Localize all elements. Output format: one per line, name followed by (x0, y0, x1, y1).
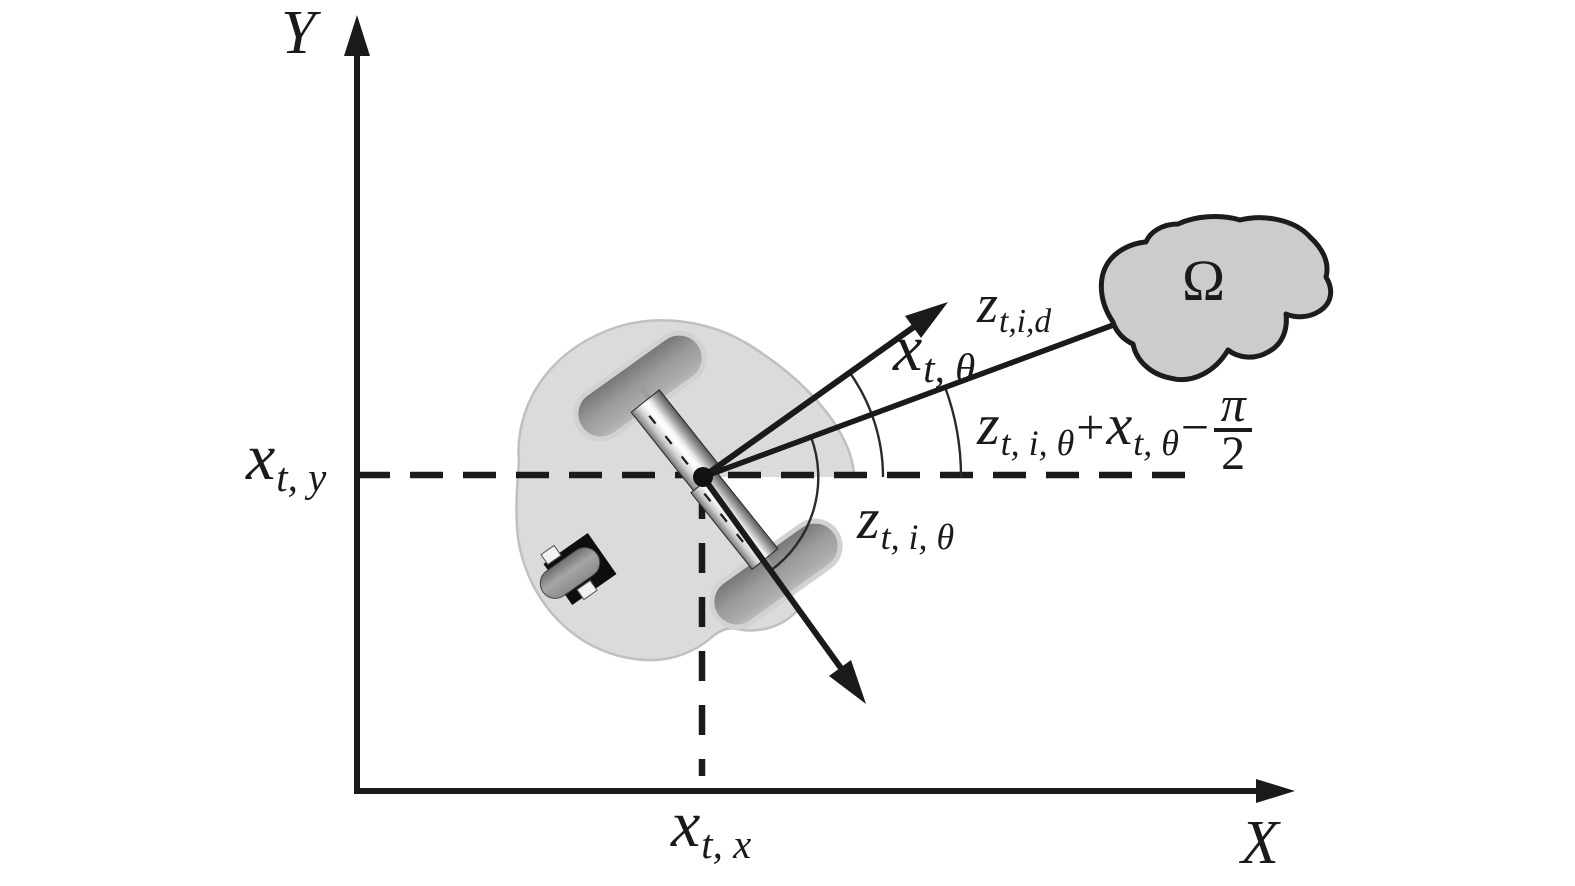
formula-z-base: z (977, 392, 1000, 458)
heading-label-base: x (893, 312, 923, 385)
x-axis-label: X (1241, 809, 1279, 877)
x-t-y-subscript: t, y (276, 455, 327, 501)
global-bearing-angle-arc (943, 386, 963, 478)
x-t-x-base: x (671, 788, 701, 861)
range-label-subscript: t,i,d (999, 303, 1052, 341)
bearing-label: zt, i, θ (857, 490, 954, 556)
formula-x-base: x (1106, 392, 1133, 458)
y-axis-label: Y (281, 0, 316, 67)
fraction-denominator: 2 (1221, 427, 1246, 480)
heading-angle-arc (849, 372, 885, 478)
relative-bearing-angle-arc (769, 436, 820, 572)
x-t-y-base: x (246, 421, 276, 494)
heading-label: xt, θ (893, 316, 975, 390)
bearing-label-subscript: t, i, θ (880, 516, 955, 557)
y-axis-arrowhead (344, 15, 370, 56)
x-axis (354, 779, 1295, 803)
range-label: zt,i,d (977, 277, 1051, 339)
x-t-y-label: xt, y (246, 425, 326, 499)
perpendicular-axis-arrow-shaft (700, 475, 846, 673)
heading-label-subscript: t, θ (923, 346, 976, 392)
x-axis-arrowhead (1256, 779, 1295, 803)
global-bearing-formula: zt, i, θ+xt, θ− π 2 (977, 376, 1253, 480)
formula-terms: zt, i, θ+xt, θ− (977, 396, 1211, 461)
fraction-bar (1214, 428, 1253, 432)
formula-z-subscript: t, i, θ (1000, 423, 1075, 464)
robot-center-dot (693, 467, 713, 487)
heading-arrow-head (905, 302, 948, 338)
formula-x-subscript: t, θ (1133, 423, 1179, 464)
range-label-base: z (977, 274, 999, 334)
caster-wheel (539, 547, 601, 599)
perpendicular-axis-arrow-head (829, 660, 866, 704)
heading-arrow (701, 302, 948, 480)
x-t-x-label: xt, x (671, 792, 751, 866)
bearing-label-base: z (857, 486, 880, 551)
heading-arrow-shaft (701, 321, 920, 480)
y-axis (344, 15, 370, 793)
fraction-numerator-pi: π (1220, 376, 1246, 432)
landmark-omega-label: Ω (1182, 248, 1226, 313)
formula-minus-sign: − (1180, 399, 1210, 456)
perpendicular-axis-arrow (700, 475, 866, 704)
caster-axle-cap (576, 579, 598, 601)
caster-axle-cap (540, 544, 562, 566)
x-t-x-subscript: t, x (701, 822, 752, 868)
axle-cylinder-lower-dashes (703, 492, 752, 552)
formula-plus-sign: + (1076, 399, 1105, 456)
pi-over-two-fraction: π 2 (1214, 376, 1253, 480)
range-line-z-t-i-d (702, 321, 1117, 480)
landmark-blob (1098, 214, 1334, 382)
